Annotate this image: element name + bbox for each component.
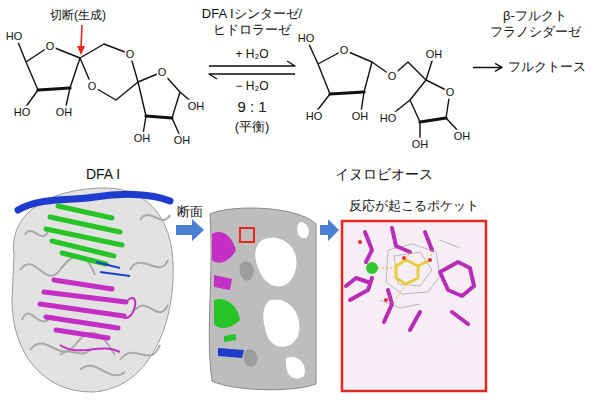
beta-sheet: [46, 206, 122, 264]
equilibrium-note: (平衡): [235, 120, 270, 135]
water-oxygen: [358, 240, 432, 302]
atom-label: HO: [297, 32, 316, 45]
atom-label: O: [45, 40, 56, 53]
step-arrow: [320, 219, 339, 241]
atom-label: OH: [453, 130, 472, 143]
pocket-view: [342, 221, 486, 391]
loop: [60, 298, 135, 352]
cross-section: [209, 208, 316, 390]
atom-label: O: [87, 80, 98, 93]
enzyme-label: β-フルクト フラノシダーゼ: [479, 8, 591, 40]
water-term: − H₂O: [236, 80, 269, 94]
molecule-node: DFA I: [0, 8, 206, 184]
cut-region: [214, 299, 240, 342]
atom-label: OH: [351, 110, 370, 123]
atom-label: O: [125, 48, 136, 61]
pocket-marker: [240, 228, 254, 242]
atom-label: OH: [187, 100, 206, 113]
bond-lines: [18, 42, 194, 136]
atom-label: OH: [173, 134, 192, 147]
enzyme-label: DFA Iシンターゼ/ヒドロラーゼ: [198, 6, 306, 38]
atom-label: O: [339, 44, 350, 57]
protein-surface: [12, 188, 173, 392]
step-arrow: [176, 219, 204, 241]
metal-ion: [366, 262, 378, 274]
ligand: [396, 260, 430, 284]
product-node: フルクトース: [505, 58, 589, 77]
atom-label: OH: [55, 106, 74, 119]
cleavage-arrow: [81, 25, 82, 48]
water-term: + H₂O: [236, 48, 269, 62]
step-label: 断面: [177, 205, 203, 220]
helix: [18, 194, 170, 210]
atom-label: OH: [133, 132, 152, 145]
atom-label: HO: [305, 110, 324, 123]
atom-label: OH: [425, 48, 444, 61]
atom-label: O: [445, 86, 456, 99]
atom-label: OH: [411, 138, 430, 151]
cut-region: [212, 232, 236, 290]
residue-sticks: [346, 228, 474, 330]
atom-label: HO: [13, 106, 32, 119]
equilibrium-ratio: 9 : 1: [237, 98, 266, 115]
panel-heading: 反応が起こるポケット: [349, 199, 479, 214]
atom-label: HO: [379, 112, 398, 125]
atom-label: O: [387, 70, 398, 83]
cut-region: [218, 348, 244, 358]
helix: [96, 262, 130, 276]
atom-label: HO: [5, 30, 24, 43]
beta-sheet: [40, 280, 126, 338]
cleavage-arrowhead: [77, 46, 85, 55]
bond-lines: [308, 42, 460, 140]
atom-label: O: [157, 66, 168, 79]
reaction-arrow: [473, 63, 502, 71]
cavity: [255, 222, 309, 379]
pocket-frame: [342, 221, 486, 391]
molecule-name: フルクトース: [508, 60, 586, 75]
bold-bond: [38, 88, 172, 118]
molecule-name: イヌロビオース: [335, 166, 433, 182]
molecule-name: DFA I: [86, 166, 120, 182]
reversible-arrow: [209, 61, 295, 79]
cleavage-note: 切断(生成): [50, 9, 106, 23]
